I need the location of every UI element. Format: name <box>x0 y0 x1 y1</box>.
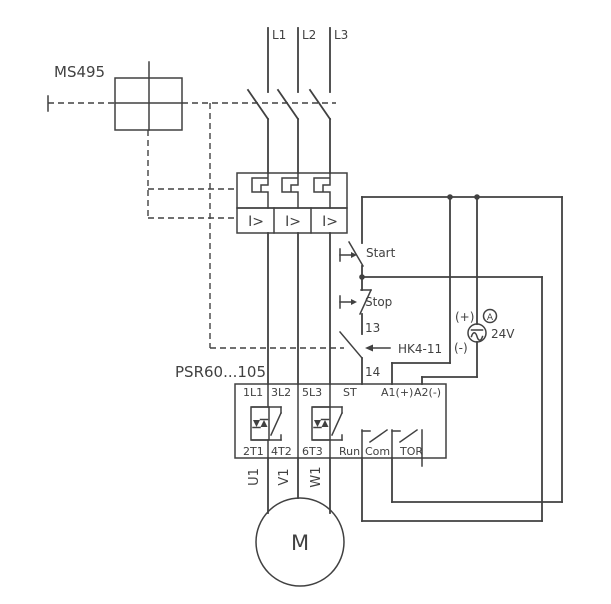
start-actuator-arrow <box>351 252 357 258</box>
aux-terminal-13: 13 <box>365 321 380 335</box>
motor-terminal-v1: V1 <box>277 468 292 485</box>
terminal-run: Run <box>339 445 360 458</box>
overload-relay-block: I> I> I> <box>236 172 348 234</box>
tor-contact-blade <box>398 428 419 444</box>
output-relay-contacts <box>361 428 423 467</box>
utilization-class-letter: A <box>487 313 494 323</box>
start-button-symbol: Start <box>339 240 396 268</box>
terminal-3l2: 3L2 <box>271 386 291 399</box>
p3-scr-triangle-down <box>314 420 321 427</box>
phase-l2-label: L2 <box>302 28 316 42</box>
pole-blade-l3 <box>308 88 332 121</box>
phase-l3-label: L3 <box>334 28 348 42</box>
supply-minus-label: (-) <box>454 341 468 355</box>
softstarter-box <box>234 383 447 459</box>
terminal-a2: A2(-) <box>414 386 441 399</box>
terminal-a1: A1(+) <box>381 386 413 399</box>
softstarter-label: PSR60...105 <box>175 363 266 381</box>
terminal-com: Com <box>365 445 390 458</box>
overcurrent-symbol-1: I> <box>248 214 264 230</box>
supply-24v: (+) (-) A 24V <box>421 194 515 385</box>
aux-terminal-14: 14 <box>365 365 380 379</box>
stop-label: Stop <box>365 295 392 309</box>
motor-terminal-u1: U1 <box>247 468 262 486</box>
supply-circle <box>467 323 487 343</box>
overcurrent-trip-row <box>236 207 348 234</box>
pole-blade-l2 <box>276 88 300 121</box>
motor: U1 V1 W1 M <box>247 466 345 587</box>
overcurrent-symbol-2: I> <box>285 214 301 230</box>
supply-ac-sine <box>470 332 484 341</box>
terminal-6t3: 6T3 <box>302 445 323 458</box>
hk4-11-aux-contact: 13 14 HK4-11 <box>338 321 442 385</box>
softstarter-psr: PSR60...105 1L1 3L2 5L3 ST A1(+) A2(-) 2… <box>175 363 447 467</box>
terminal-1l1: 1L1 <box>243 386 263 399</box>
phase-l1-label: L1 <box>272 28 286 42</box>
supply-plus-label: (+) <box>455 310 474 324</box>
junction-dot-a1 <box>447 194 453 200</box>
pole-blade-l1 <box>246 88 270 121</box>
aux-contact-blade <box>338 330 364 360</box>
utilization-class-circle <box>482 308 498 324</box>
thermal-element-symbol-2 <box>281 172 299 209</box>
thermal-element-symbol-3 <box>313 172 331 209</box>
motor-circle <box>255 497 345 587</box>
p1-scr-triangle-up <box>260 420 268 427</box>
overcurrent-symbol-3: I> <box>322 214 338 230</box>
junction-dot-supply <box>474 194 480 200</box>
terminal-5l3: 5L3 <box>302 386 322 399</box>
incoming-phase-lines: L1 L2 L3 <box>267 27 348 93</box>
ms495-circuit-breaker: MS495 <box>47 61 344 349</box>
stop-actuator-arrow <box>351 299 357 305</box>
thyristor-phase3 <box>311 383 343 459</box>
thyristor-phase1 <box>250 383 282 459</box>
terminal-tor: TOR <box>399 445 423 458</box>
aux-ref-label: HK4-11 <box>398 342 442 356</box>
control-circuit: Start Stop 13 14 HK4-11 <box>338 194 563 522</box>
phase-conductors <box>267 118 331 514</box>
stop-button-symbol: Stop <box>339 289 392 315</box>
terminal-st: ST <box>343 386 357 399</box>
supply-voltage-label: 24V <box>491 327 515 341</box>
motor-letter: M <box>291 531 309 555</box>
start-label: Start <box>366 246 396 260</box>
p1-bypass-blade <box>270 412 282 436</box>
p1-scr-box <box>250 406 270 441</box>
run-contact-blade <box>368 428 389 444</box>
stop-blade <box>359 289 372 315</box>
start-blade <box>347 240 365 268</box>
p3-scr-triangle-up <box>321 420 329 427</box>
p3-bypass-blade <box>331 412 343 436</box>
p3-scr-box <box>311 406 331 441</box>
thermal-element-symbol-1 <box>251 172 269 209</box>
aux-ref-arrow <box>365 344 373 352</box>
p1-scr-triangle-down <box>253 420 260 427</box>
terminal-2t1: 2T1 <box>243 445 264 458</box>
motor-terminal-w1: W1 <box>309 466 324 487</box>
terminal-4t2: 4T2 <box>271 445 292 458</box>
breaker-label: MS495 <box>54 63 105 81</box>
